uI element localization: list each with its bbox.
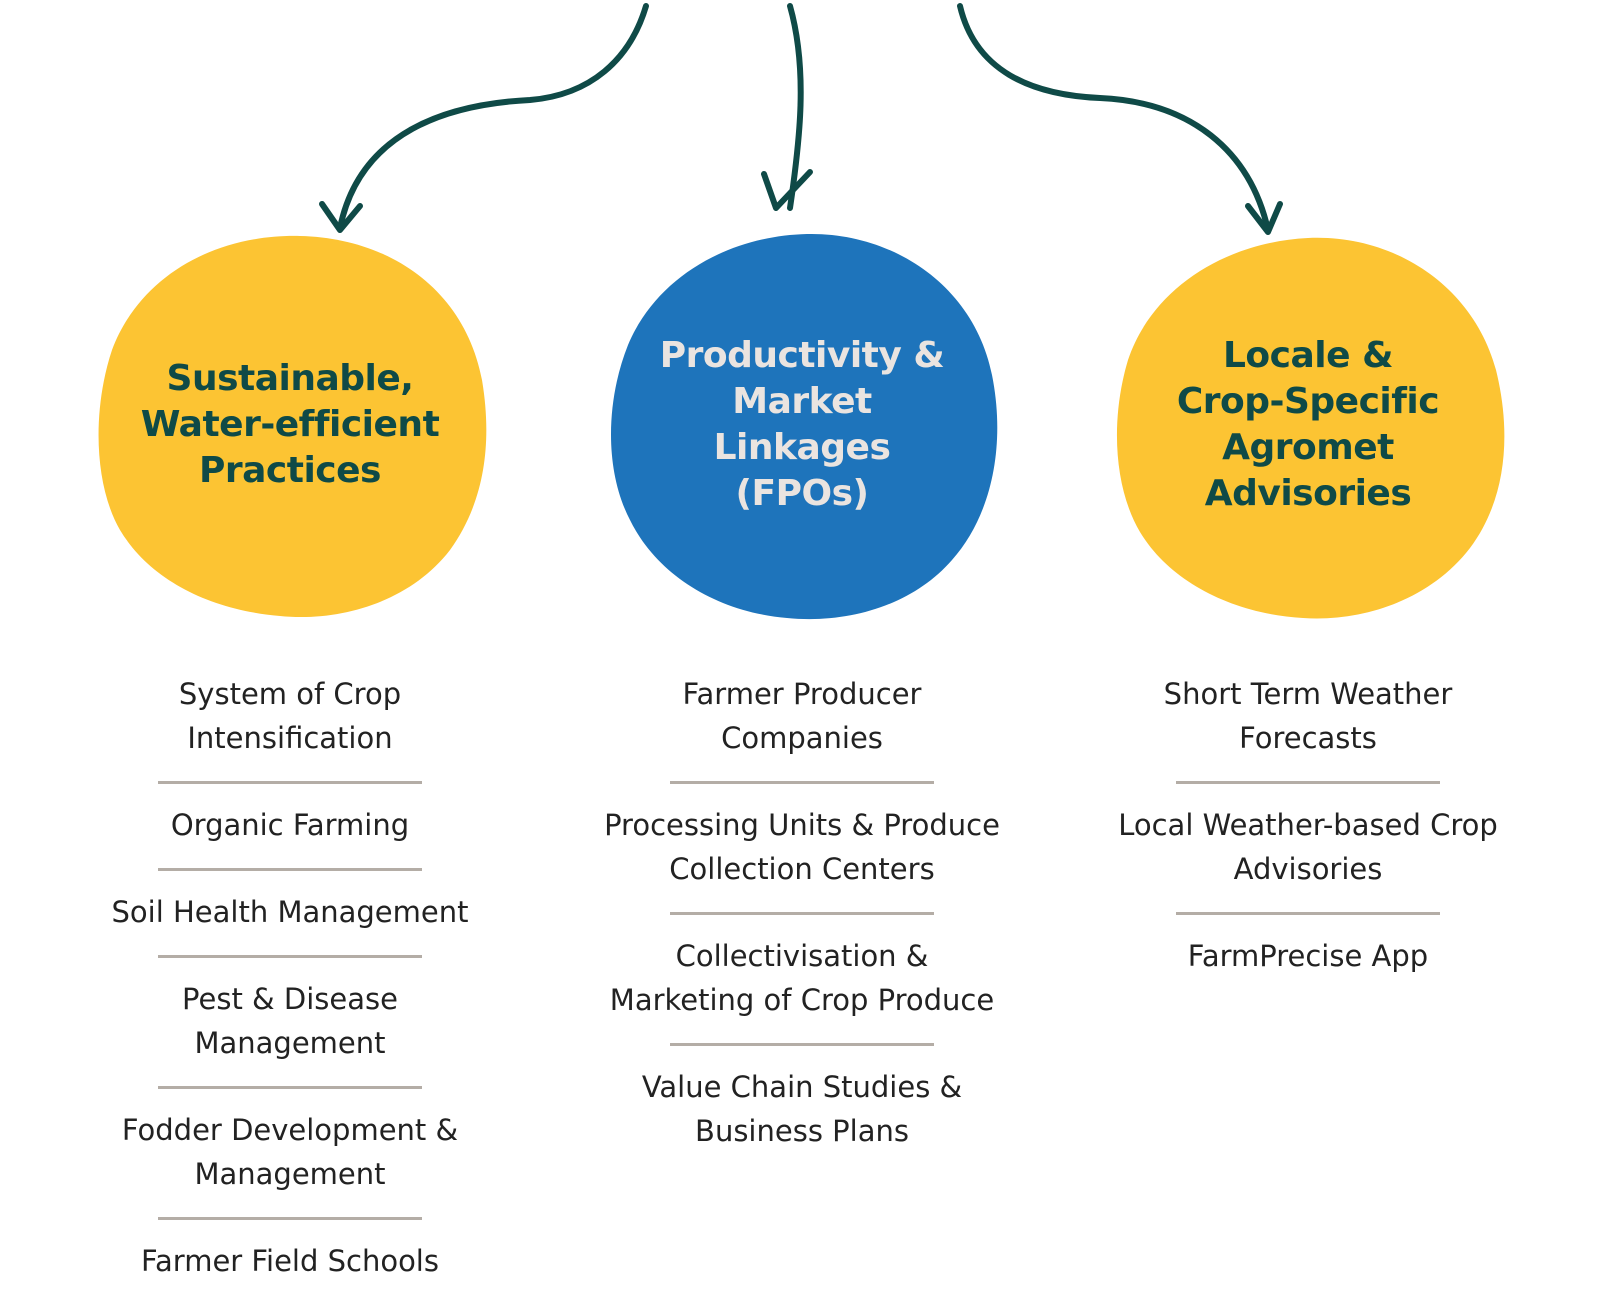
divider-line [158, 781, 422, 784]
pillar-title: Locale & Crop-Specific Agromet Advisorie… [1176, 335, 1440, 514]
pillar-productivity-market: Productivity & Market Linkages (FPOs) Fa… [582, 0, 1022, 1316]
list-item: System of Crop Intensification [178, 677, 402, 755]
pillar-agromet-advisories: Locale & Crop-Specific Agromet Advisorie… [1088, 0, 1528, 1316]
pillar-sustainable-practices: Sustainable, Water-efficient Practices S… [70, 0, 510, 1316]
divider-line [670, 781, 934, 784]
divider-line [158, 955, 422, 958]
circle-sustainable-practices: Sustainable, Water-efficient Practices [90, 230, 490, 620]
list-item: Farmer Producer Companies [682, 677, 922, 755]
list-item: Pest & Disease Management [182, 982, 398, 1060]
brush-blob-shape [98, 235, 487, 618]
list-item: Local Weather-based Crop Advisories [1118, 808, 1498, 886]
circle-productivity-market: Productivity & Market Linkages (FPOs) [602, 230, 1002, 620]
divider-line [670, 912, 934, 915]
brush-blob-shape [611, 233, 998, 620]
list-item: Organic Farming [170, 808, 410, 842]
list-item: Short Term Weather Forecasts [1163, 677, 1453, 755]
list-item: Processing Units & Produce Collection Ce… [604, 808, 1000, 886]
list-item: Soil Health Management [111, 895, 469, 929]
divider-line [1176, 912, 1440, 915]
divider-line [158, 1217, 422, 1220]
divider-line [1176, 781, 1440, 784]
list-item: Farmer Field Schools [141, 1244, 439, 1278]
circle-agromet-advisories: Locale & Crop-Specific Agromet Advisorie… [1108, 230, 1508, 620]
list-item: Value Chain Studies & Business Plans [641, 1070, 963, 1148]
pillar-title: Productivity & Market Linkages (FPOs) [659, 335, 945, 514]
list-item: Fodder Development & Management [121, 1113, 459, 1191]
pillar-title: Sustainable, Water-efficient Practices [140, 358, 440, 491]
divider-line [670, 1043, 934, 1046]
divider-line [158, 868, 422, 871]
divider-line [158, 1086, 422, 1089]
brush-blob-shape [1116, 237, 1505, 619]
list-item: FarmPrecise App [1187, 939, 1429, 973]
list-item: Collectivisation & Marketing of Crop Pro… [609, 939, 995, 1017]
